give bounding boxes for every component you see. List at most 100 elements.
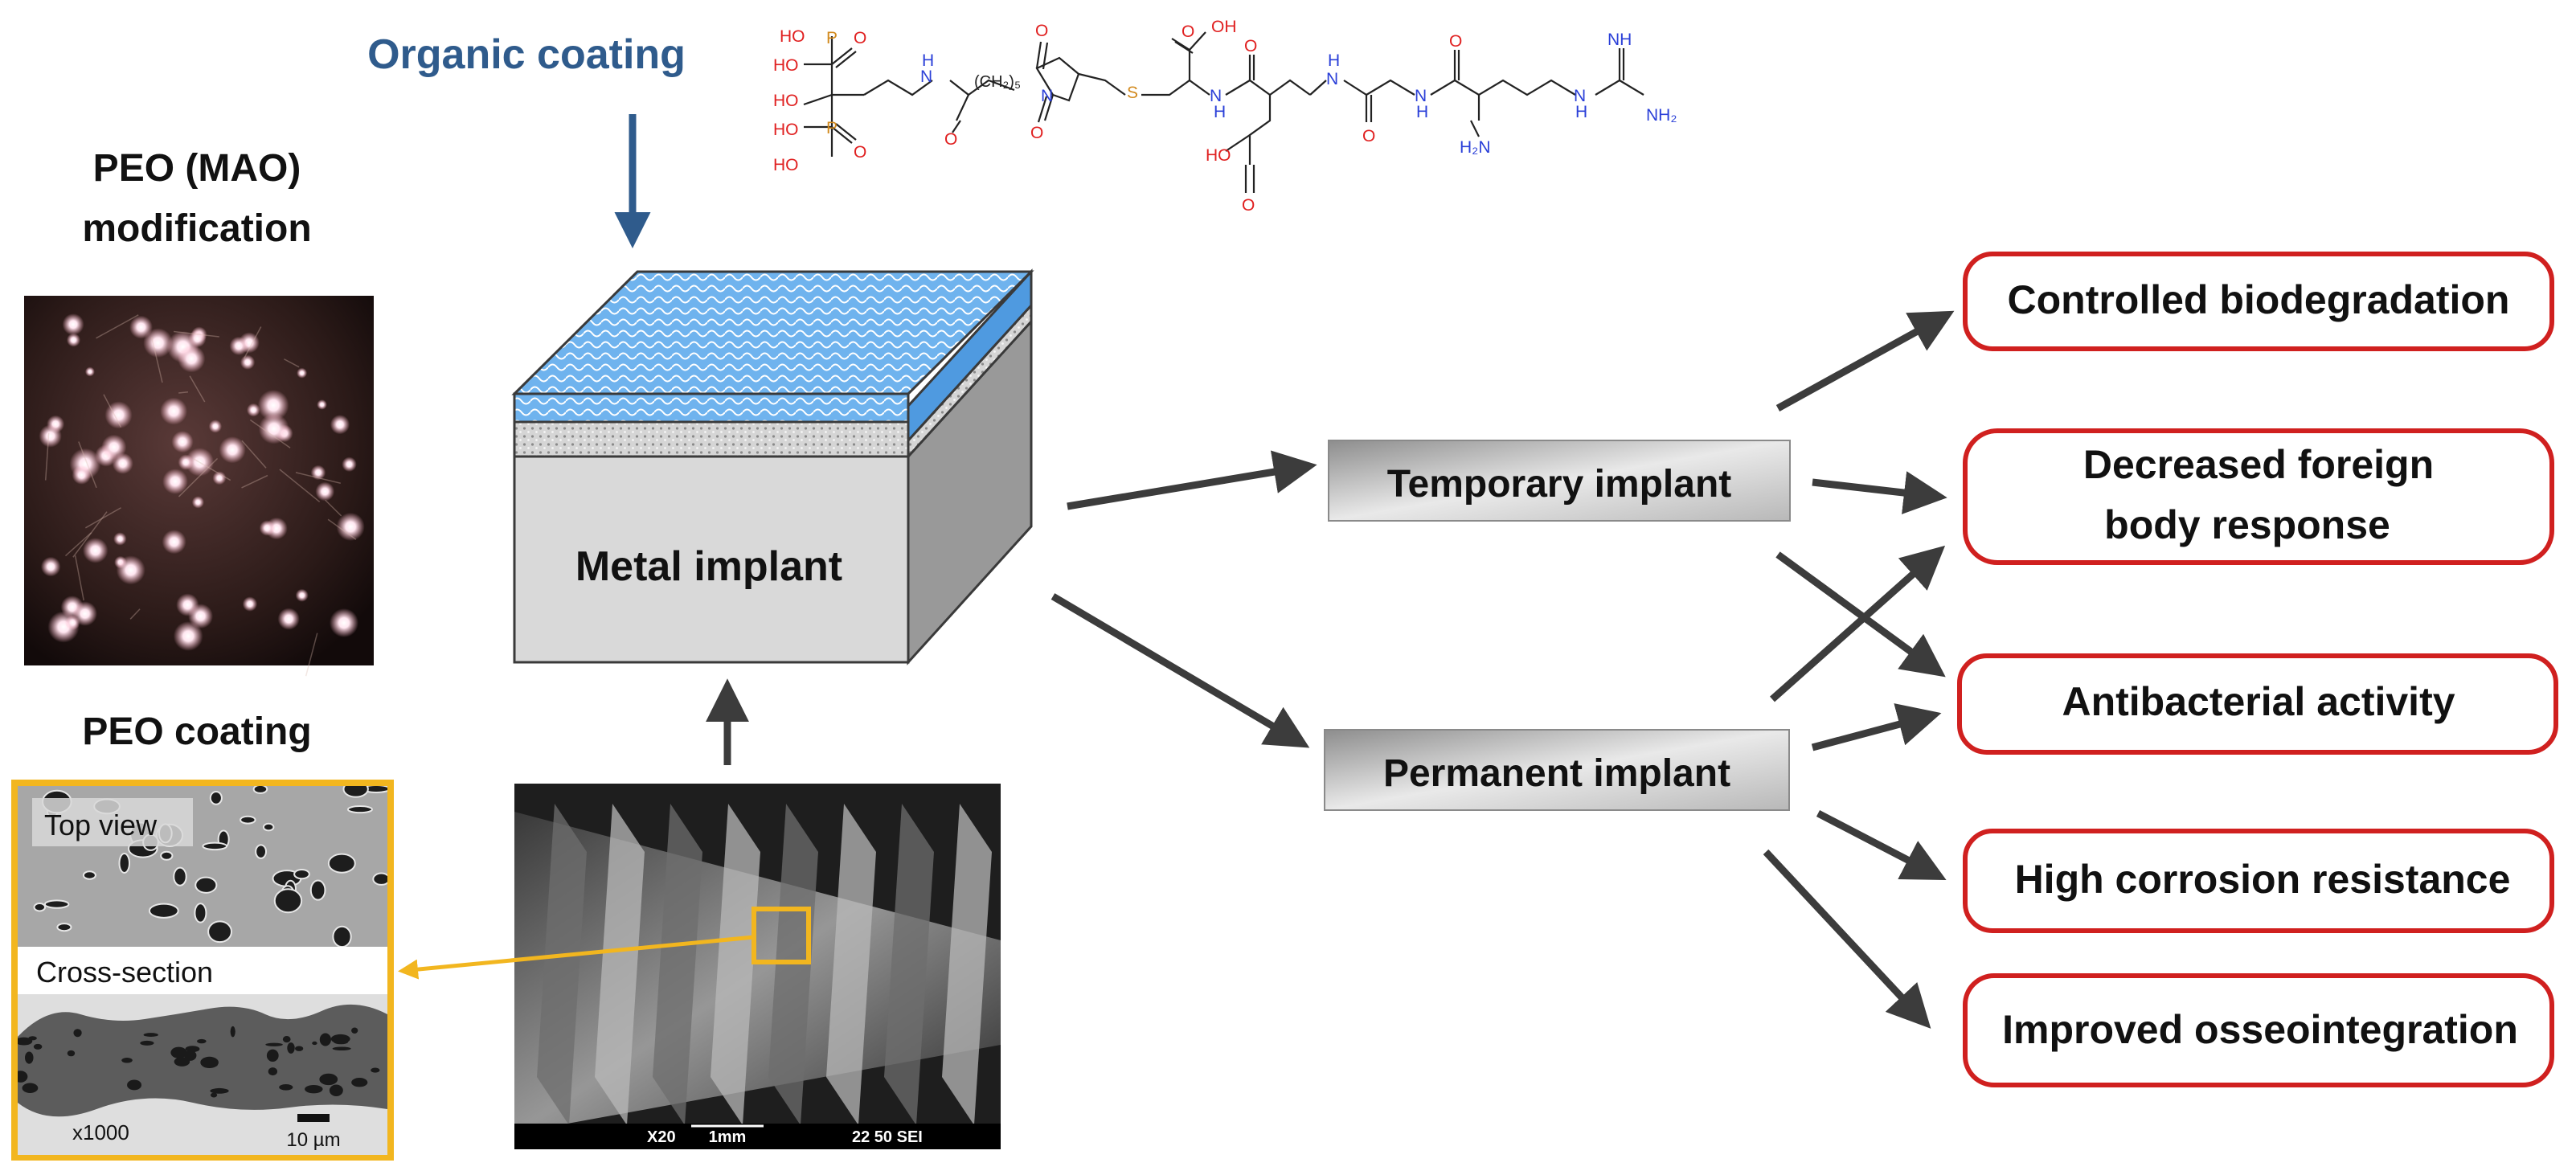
- spark: [82, 538, 109, 563]
- cross-section-pores: [18, 1026, 380, 1098]
- scratch: [327, 518, 357, 540]
- spark: [178, 454, 194, 470]
- arrow-to-permanent: [1050, 593, 1310, 748]
- pore: [240, 815, 256, 825]
- outcome-boxes: Controlled biodegradation Decreased fore…: [1957, 252, 2558, 1087]
- spark: [72, 465, 92, 485]
- outcome-antibacterial: Antibacterial activity: [2062, 679, 2455, 724]
- svg-text:H: H: [1214, 103, 1226, 121]
- spark: [66, 333, 81, 347]
- peo-photo: [24, 296, 374, 677]
- svg-text:N: N: [1326, 70, 1338, 88]
- peo-coating-title: PEO coating: [82, 710, 311, 753]
- svg-text:HO: HO: [773, 121, 799, 139]
- spark: [40, 556, 61, 577]
- cross-pore: [22, 1083, 39, 1093]
- scratch: [325, 499, 342, 517]
- cross-pore: [184, 1050, 197, 1061]
- peo-layer-front: [513, 420, 910, 458]
- scratch: [243, 326, 262, 359]
- cross-pore: [319, 1033, 331, 1046]
- svg-text:OH: OH: [1211, 18, 1237, 36]
- scratch: [174, 330, 219, 338]
- spark: [101, 434, 127, 460]
- scratch: [64, 532, 92, 557]
- outcome-box-corrosion: [1963, 829, 2554, 933]
- cross-pore: [140, 1040, 154, 1046]
- spark: [116, 555, 145, 585]
- pore: [346, 805, 373, 814]
- spark: [342, 457, 357, 472]
- svg-text:N: N: [1210, 87, 1222, 105]
- pore: [262, 822, 275, 832]
- spark: [259, 520, 276, 536]
- svg-text:N: N: [1041, 87, 1053, 105]
- screw-thread: [537, 804, 587, 1125]
- arrow-to-temporary: [1067, 450, 1317, 510]
- permanent-to-antibacterial: [1811, 703, 1942, 751]
- outcome-box-controlled-biodegradation: [1963, 252, 2554, 351]
- svg-text:HO: HO: [780, 27, 805, 46]
- spark: [246, 403, 260, 417]
- pore: [293, 868, 310, 880]
- svg-text:HO: HO: [1206, 146, 1231, 165]
- cross-pore: [319, 1073, 338, 1086]
- pore: [194, 903, 207, 923]
- peo-discharge-sparks: [39, 313, 365, 677]
- outcome-osseointegration: Improved osseointegration: [2002, 1007, 2518, 1052]
- svg-text:HO: HO: [773, 156, 799, 174]
- pore: [209, 790, 223, 805]
- screw-thread: [884, 804, 934, 1125]
- spark: [336, 512, 365, 542]
- cross-pore: [282, 1036, 291, 1043]
- pore: [342, 786, 369, 798]
- svg-text:H: H: [1575, 103, 1587, 121]
- spark: [84, 366, 95, 377]
- outcome-box-antibacterial: [1957, 653, 2558, 755]
- screw-thread: [826, 804, 876, 1125]
- organic-layer-front: [513, 392, 910, 424]
- outcome-corrosion: High corrosion resistance: [2015, 857, 2511, 902]
- pore: [43, 899, 70, 909]
- svg-text:O: O: [1449, 32, 1462, 51]
- cross-pore: [371, 1067, 380, 1073]
- cross-pore: [351, 1027, 358, 1034]
- outcome-controlled-biodegradation: Controlled biodegradation: [2008, 277, 2510, 322]
- cross-pore: [174, 1057, 190, 1067]
- scratch: [193, 458, 231, 481]
- metal-implant-label: Metal implant: [575, 543, 842, 590]
- permanent-to-osseointegration: [1763, 849, 1931, 1029]
- permanent-to-corrosion: [1816, 810, 1947, 880]
- svg-text:N: N: [1415, 87, 1427, 105]
- svg-text:S: S: [1127, 84, 1138, 102]
- cross-pore: [170, 1046, 187, 1058]
- svg-text:O: O: [1035, 22, 1048, 40]
- spark: [257, 389, 289, 421]
- organic-coating-title: Organic coating: [367, 31, 686, 78]
- molecule-atom-labels: HO P O HO HO HO P O HO N H O (CH₂)₅ N O …: [773, 18, 1677, 215]
- cross-section-label: Cross-section: [36, 956, 213, 989]
- svg-text:O: O: [1030, 124, 1043, 142]
- pore: [160, 850, 174, 861]
- spark: [104, 401, 133, 429]
- svg-text:HO: HO: [773, 56, 799, 75]
- permanent-to-foreign-body: [1770, 545, 1946, 702]
- pore: [173, 866, 187, 886]
- cross-pore: [312, 1041, 317, 1046]
- spark: [310, 465, 326, 481]
- sem-magnification: X20: [647, 1128, 676, 1146]
- svg-text:H: H: [922, 51, 934, 70]
- spark: [62, 313, 84, 336]
- pore: [33, 903, 47, 912]
- pore: [207, 920, 232, 944]
- spark: [188, 604, 214, 629]
- pore: [56, 923, 72, 932]
- cross-pore: [287, 1042, 295, 1054]
- svg-text:O: O: [944, 130, 957, 149]
- spark: [160, 397, 188, 425]
- metal-implant-block: [511, 268, 1034, 665]
- svg-text:O: O: [854, 29, 866, 47]
- implant-arrows: [1050, 450, 1317, 748]
- top-view-label-bg: [32, 798, 193, 846]
- temporary-to-biodegradation: [1775, 310, 1955, 411]
